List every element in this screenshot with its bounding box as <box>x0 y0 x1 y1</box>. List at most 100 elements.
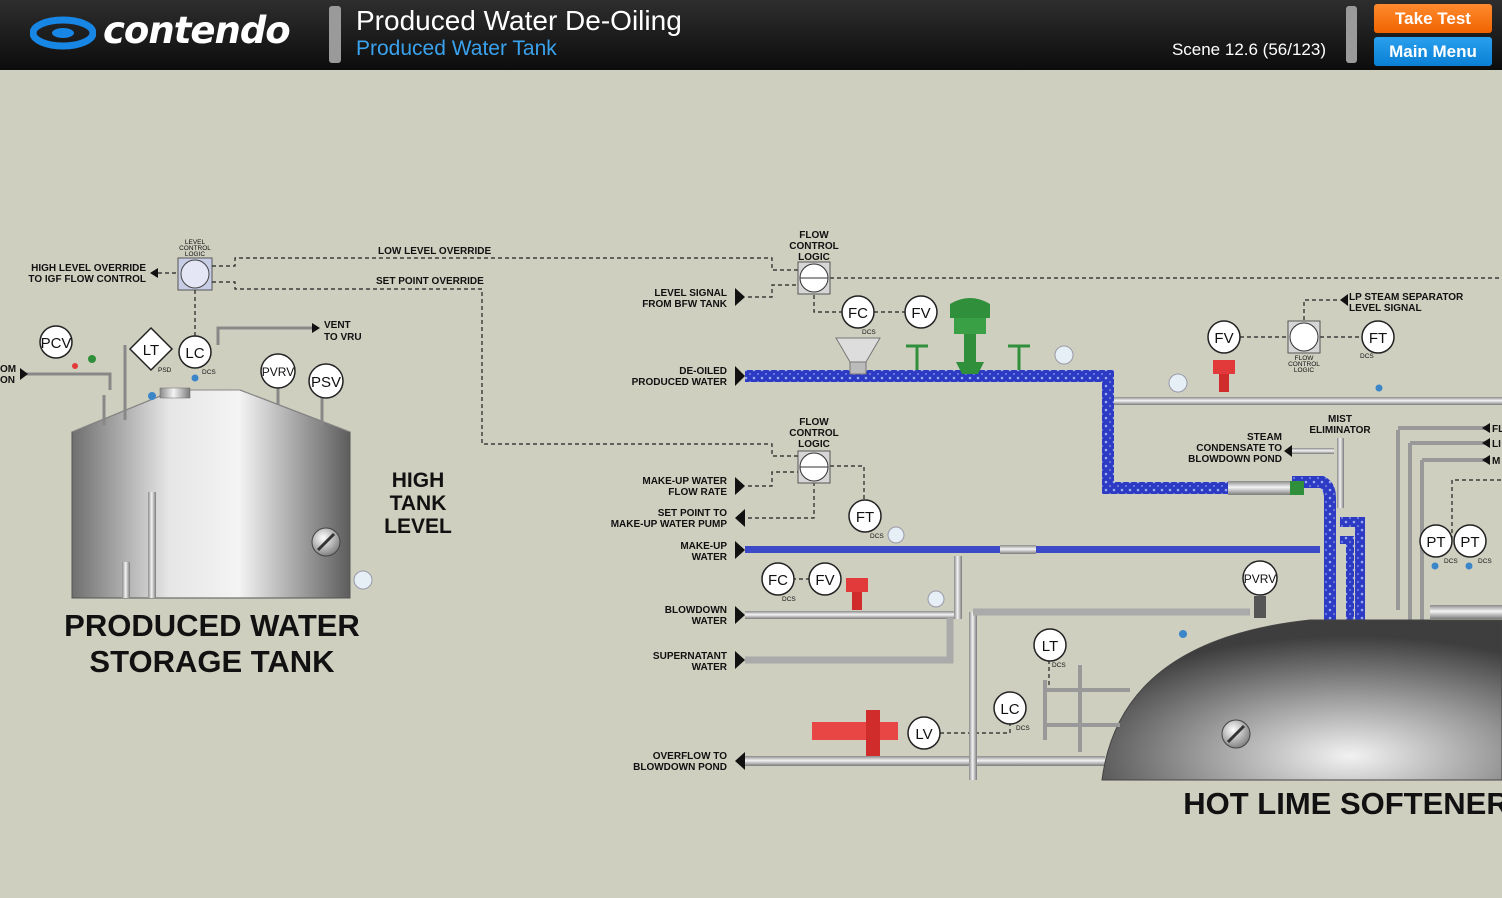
fc-low-dcs: DCS <box>782 596 796 603</box>
right-arrow-icon-3 <box>1482 455 1490 465</box>
ft-instrument-mid[interactable]: FT <box>848 499 882 533</box>
low-level-override-label: LOW LEVEL OVERRIDE <box>378 246 491 257</box>
lv-instrument[interactable]: LV <box>907 716 941 750</box>
vent-to-vru-line1: VENT <box>324 320 351 331</box>
de-oiled-water-pipe <box>745 370 1109 382</box>
take-test-button[interactable]: Take Test <box>1374 4 1492 33</box>
de-oiled-water-return <box>1102 482 1232 494</box>
produced-water-storage-tank[interactable] <box>71 387 351 599</box>
make-up-water-arrow-icon <box>735 541 745 559</box>
lc-instrument-softener[interactable]: LC <box>993 691 1027 725</box>
fcl-mid-line2: CONTROL <box>789 428 838 439</box>
green-flange <box>1290 481 1304 495</box>
level-signal-line2: FROM BFW TANK <box>642 299 728 310</box>
make-up-water-line1: MAKE-UP <box>680 541 727 552</box>
fv-instrument-low[interactable]: FV <box>808 562 842 596</box>
red-actuator-icon <box>812 710 898 756</box>
fc-low-tag: FC <box>768 572 788 589</box>
pt-instrument-1[interactable]: PT <box>1419 524 1453 558</box>
level-control-logic[interactable] <box>177 257 213 291</box>
blowdown-line1: BLOWDOWN <box>665 605 727 616</box>
fc-top-tag: FC <box>848 305 868 322</box>
blowdown-pipe <box>745 611 960 619</box>
fcl-top-line2: CONTROL <box>789 241 838 252</box>
fcl-top-line1: FLOW <box>799 230 829 241</box>
level-sensor-icon <box>148 392 156 400</box>
pvrv-instrument-softener[interactable]: PVRV <box>1242 560 1278 596</box>
blowdown-riser <box>954 556 962 619</box>
make-up-water-line2: WATER <box>692 552 728 563</box>
main-menu-button[interactable]: Main Menu <box>1374 37 1492 66</box>
lc-softener-dcs: DCS <box>1016 725 1030 732</box>
sight-glass-icon-2 <box>1054 345 1074 365</box>
transmitter-icon <box>191 374 199 382</box>
high-tank-level-line3: LEVEL <box>384 515 452 538</box>
signal-lines <box>158 257 1502 734</box>
steam-condensate-line1: STEAM <box>1247 432 1282 443</box>
ft-instrument-right[interactable]: FT <box>1361 320 1395 354</box>
lc-tag: LC <box>185 345 204 362</box>
high-level-override-line2: TO IGF FLOW CONTROL <box>28 274 146 285</box>
fcl-small-line2: CONTROL <box>1288 361 1320 368</box>
fv-low-tag: FV <box>815 572 834 589</box>
flow-control-logic-mid[interactable] <box>797 450 831 484</box>
inlet-label-line1: OM <box>0 364 16 375</box>
fv-instrument-right[interactable]: FV <box>1207 320 1241 354</box>
pvrv-softener-tag: PVRV <box>1244 572 1276 586</box>
pcv-instrument[interactable]: PCV <box>39 325 73 359</box>
make-up-water-pipe-gray <box>1000 545 1036 554</box>
right-edge-label-2: LI <box>1492 439 1501 450</box>
produced-tank-title-line2: STORAGE TANK <box>89 644 335 679</box>
fc-instrument-low[interactable]: FC <box>761 562 795 596</box>
hot-lime-softener[interactable] <box>1101 605 1502 781</box>
pvrv-instrument[interactable]: PVRV <box>260 353 296 389</box>
scene-counter: Scene 12.6 (56/123) <box>1171 40 1326 59</box>
pt2-dcs: DCS <box>1478 558 1492 565</box>
pt1-dcs: DCS <box>1444 558 1458 565</box>
level-control-logic-line3: LOGIC <box>185 251 206 258</box>
mist-eliminator-line2: ELIMINATOR <box>1309 425 1371 436</box>
pt1-tag: PT <box>1426 534 1445 551</box>
make-up-flow-line2: FLOW RATE <box>668 487 727 498</box>
mist-eliminator-line1: MIST <box>1328 414 1352 425</box>
hand-valve-icon <box>906 344 1030 370</box>
sparger-drop <box>1340 517 1365 620</box>
sight-glass-icon-4 <box>887 526 905 544</box>
pt-instrument-2[interactable]: PT <box>1453 524 1487 558</box>
softener-title: HOT LIME SOFTENER <box>1183 786 1502 821</box>
lp-steam-line2: LEVEL SIGNAL <box>1349 303 1422 314</box>
lt-tag: LT <box>143 342 159 359</box>
vent-arrow-icon <box>312 323 320 333</box>
set-point-line2: MAKE-UP WATER PUMP <box>611 519 728 530</box>
page-subtitle: Produced Water Tank <box>356 37 557 60</box>
right-arrow-icon-2 <box>1482 438 1490 448</box>
pt2-sensor-icon <box>1465 562 1473 570</box>
mist-eliminator-pipe <box>1337 438 1344 508</box>
ft-mid-dcs: DCS <box>870 533 884 540</box>
fcl-mid-line3: LOGIC <box>798 439 830 450</box>
lt-instrument[interactable]: LT <box>128 326 174 372</box>
lp-steam-pipe <box>1114 397 1502 405</box>
steam-condensate-line3: BLOWDOWN POND <box>1188 454 1282 465</box>
flow-control-logic-top[interactable] <box>797 261 831 295</box>
fc-instrument-top[interactable]: FC <box>841 295 875 329</box>
pvrv-nozzle <box>1254 596 1266 618</box>
psv-tag: PSV <box>311 374 341 391</box>
psv-instrument[interactable]: PSV <box>308 363 344 399</box>
right-edge-lines <box>1396 426 1490 620</box>
fv-instrument-top[interactable]: FV <box>904 295 938 329</box>
sparger-pipe <box>1228 481 1292 495</box>
high-tank-level-line2: TANK <box>390 492 447 515</box>
overflow-pipe <box>745 756 1105 766</box>
overflow-riser <box>969 612 977 780</box>
top-bar: contendo Produced Water De-Oiling Produc… <box>0 0 1502 70</box>
flow-control-logic-small[interactable] <box>1287 320 1321 354</box>
red-control-valve-icon <box>1213 360 1235 392</box>
pcv-tag: PCV <box>41 335 72 352</box>
tank-piping <box>20 326 324 425</box>
lt-instrument-softener[interactable]: LT <box>1033 628 1067 662</box>
lc-instrument[interactable]: LC <box>178 335 212 369</box>
blowdown-arrow-icon <box>735 606 745 624</box>
set-point-arrow-icon <box>735 509 745 527</box>
lv-tag: LV <box>915 726 932 743</box>
